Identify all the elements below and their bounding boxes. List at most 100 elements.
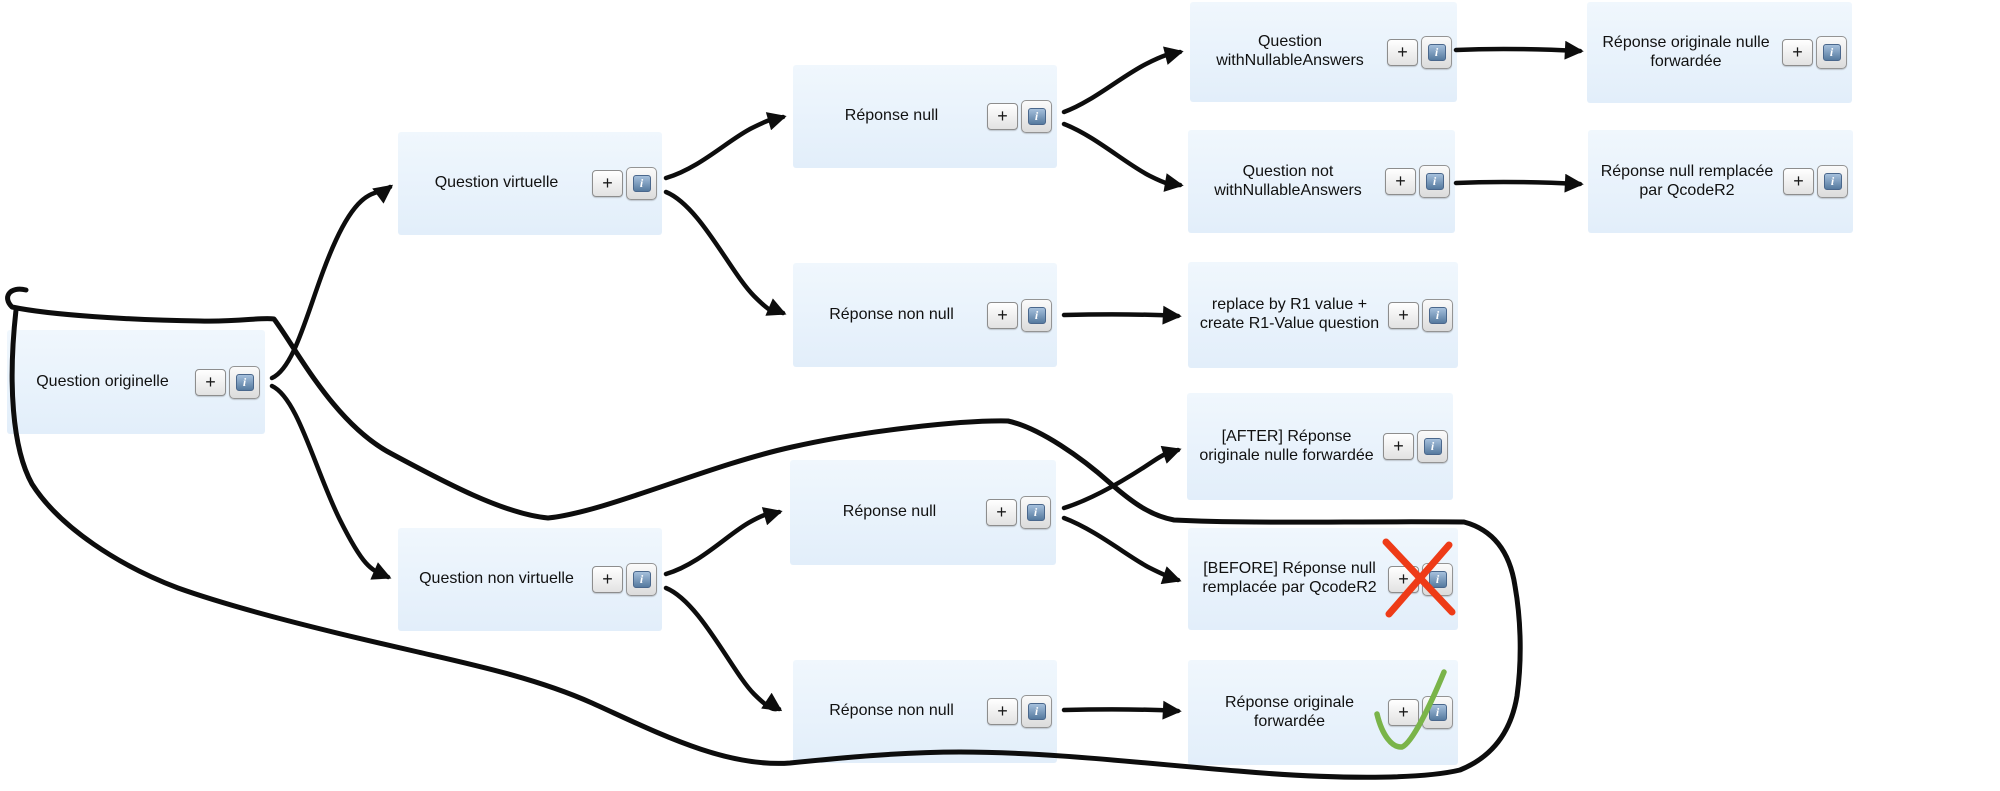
info-button[interactable]: i xyxy=(1422,298,1453,332)
node-question-virtuelle[interactable]: Question virtuelle+i xyxy=(398,132,662,235)
info-icon: i xyxy=(1428,306,1447,324)
node-buttons: +i xyxy=(1387,35,1452,69)
edge-non-null-top-to-replace-r1 xyxy=(1061,305,1182,325)
node-reponse-null-remplacee-qcoder2[interactable]: Réponse null remplacée par QcodeR2+i xyxy=(1588,130,1853,233)
add-child-button[interactable]: + xyxy=(986,499,1017,526)
info-icon: i xyxy=(1428,570,1447,588)
edge-non-virtuelle-to-non-null-bottom xyxy=(663,585,783,712)
info-icon: i xyxy=(632,571,651,588)
node-question-originelle[interactable]: Question originelle+i xyxy=(7,330,265,434)
info-icon: i xyxy=(1027,306,1046,324)
add-child-button[interactable]: + xyxy=(1783,168,1814,195)
edge-not-with-nullable-to-remplacee xyxy=(1453,173,1584,193)
node-buttons: +i xyxy=(1782,36,1847,69)
node-reponse-non-null-top[interactable]: Réponse non null+i xyxy=(793,263,1057,367)
node-buttons: +i xyxy=(592,167,657,200)
node-label: Réponse null remplacée par QcodeR2 xyxy=(1600,162,1774,199)
edge-originelle-to-non-virtuelle xyxy=(269,383,392,580)
edge-null-bottom-to-before xyxy=(1061,515,1182,585)
node-question-with-nullable-answers[interactable]: Question withNullableAnswers+i xyxy=(1190,2,1457,102)
add-child-button[interactable]: + xyxy=(592,170,623,197)
add-child-button[interactable]: + xyxy=(195,368,226,396)
node-label: Question non virtuelle xyxy=(419,570,574,588)
edge-virtuelle-to-non-null-top xyxy=(663,189,787,316)
edge-virtuelle-to-null-top xyxy=(663,112,787,181)
info-icon: i xyxy=(1428,704,1447,721)
node-reponse-originale-forwardee[interactable]: Réponse originale forwardée+i xyxy=(1188,660,1458,765)
info-icon: i xyxy=(1027,108,1046,125)
add-child-button[interactable]: + xyxy=(987,698,1018,725)
add-child-button[interactable]: + xyxy=(987,301,1018,329)
node-buttons: +i xyxy=(1783,165,1848,198)
edge-null-top-to-not-with-nullable xyxy=(1061,121,1184,192)
add-child-button[interactable]: + xyxy=(1782,39,1813,66)
info-button[interactable]: i xyxy=(229,365,260,399)
info-button[interactable]: i xyxy=(1422,696,1453,729)
node-label: Question originelle xyxy=(36,372,169,390)
node-reponse-originale-nulle-forwardee[interactable]: Réponse originale nulle forwardée +i xyxy=(1587,2,1852,103)
node-buttons: +i xyxy=(1385,165,1450,198)
edge-with-nullable-to-orig-nulle-fwd xyxy=(1453,40,1584,60)
edge-non-null-bottom-to-forwardee xyxy=(1061,700,1182,720)
info-button[interactable]: i xyxy=(1021,298,1052,332)
info-icon: i xyxy=(1027,703,1046,720)
node-after-reponse-originale[interactable]: [AFTER] Réponse originale nulle forwardé… xyxy=(1187,393,1453,500)
node-buttons: +i xyxy=(986,496,1051,529)
node-question-non-virtuelle[interactable]: Question non virtuelle+i xyxy=(398,528,662,631)
node-buttons: +i xyxy=(987,695,1052,728)
add-child-button[interactable]: + xyxy=(1385,168,1416,195)
add-child-button[interactable]: + xyxy=(592,566,623,593)
node-label: replace by R1 value + create R1-Value qu… xyxy=(1199,296,1380,332)
node-replace-by-r1-value[interactable]: replace by R1 value + create R1-Value qu… xyxy=(1188,262,1458,368)
edge-null-bottom-to-after xyxy=(1061,445,1182,511)
node-label: Réponse non null xyxy=(829,702,954,720)
node-buttons: +i xyxy=(195,365,260,399)
node-buttons: +i xyxy=(987,298,1052,332)
add-child-button[interactable]: + xyxy=(1388,699,1419,726)
info-button[interactable]: i xyxy=(626,167,657,200)
node-before-reponse-null[interactable]: [BEFORE] Réponse null remplacée par Qcod… xyxy=(1188,528,1458,630)
node-label: Question virtuelle xyxy=(434,174,559,192)
info-icon: i xyxy=(1823,173,1842,190)
info-icon: i xyxy=(1026,504,1045,521)
node-buttons: +i xyxy=(1383,430,1448,463)
info-button[interactable]: i xyxy=(1817,165,1848,198)
info-icon: i xyxy=(632,175,651,192)
info-button[interactable]: i xyxy=(1816,36,1847,69)
edge-non-virtuelle-to-null-bottom xyxy=(663,507,783,577)
info-button[interactable]: i xyxy=(1020,496,1051,529)
edge-originelle-to-virtuelle xyxy=(269,184,394,381)
add-child-button[interactable]: + xyxy=(1383,433,1414,460)
node-label: Réponse originale nulle forwardée xyxy=(1602,33,1770,70)
info-button[interactable]: i xyxy=(1419,165,1450,198)
node-label: Question not withNullableAnswers xyxy=(1214,162,1362,199)
node-buttons: +i xyxy=(592,563,657,596)
node-reponse-null-bottom[interactable]: Réponse null+i xyxy=(790,460,1056,565)
node-buttons: +i xyxy=(1388,696,1453,729)
info-icon: i xyxy=(1427,43,1446,61)
info-button[interactable]: i xyxy=(1422,562,1453,596)
info-button[interactable]: i xyxy=(1421,35,1452,69)
add-child-button[interactable]: + xyxy=(987,103,1018,130)
node-question-not-with-nullable-answers[interactable]: Question not withNullableAnswers +i xyxy=(1188,130,1455,233)
add-child-button[interactable]: + xyxy=(1388,301,1419,329)
node-reponse-null-top[interactable]: Réponse null+i xyxy=(793,65,1057,168)
node-label: [BEFORE] Réponse null remplacée par Qcod… xyxy=(1202,560,1377,596)
info-button[interactable]: i xyxy=(1021,695,1052,728)
add-child-button[interactable]: + xyxy=(1387,38,1418,66)
info-button[interactable]: i xyxy=(626,563,657,596)
info-button[interactable]: i xyxy=(1417,430,1448,463)
add-child-button[interactable]: + xyxy=(1388,565,1419,593)
node-buttons: +i xyxy=(1388,298,1453,332)
node-label: Réponse null xyxy=(844,107,939,125)
node-label: Réponse non null xyxy=(829,305,954,323)
node-label: [AFTER] Réponse originale nulle forwardé… xyxy=(1199,427,1374,464)
info-button[interactable]: i xyxy=(1021,100,1052,133)
info-icon: i xyxy=(1423,438,1442,455)
node-buttons: +i xyxy=(987,100,1052,133)
node-label: Réponse originale forwardée xyxy=(1225,693,1354,730)
info-icon: i xyxy=(235,373,254,391)
node-reponse-non-null-bottom[interactable]: Réponse non null+i xyxy=(793,660,1057,763)
node-label: Réponse null xyxy=(842,503,937,521)
